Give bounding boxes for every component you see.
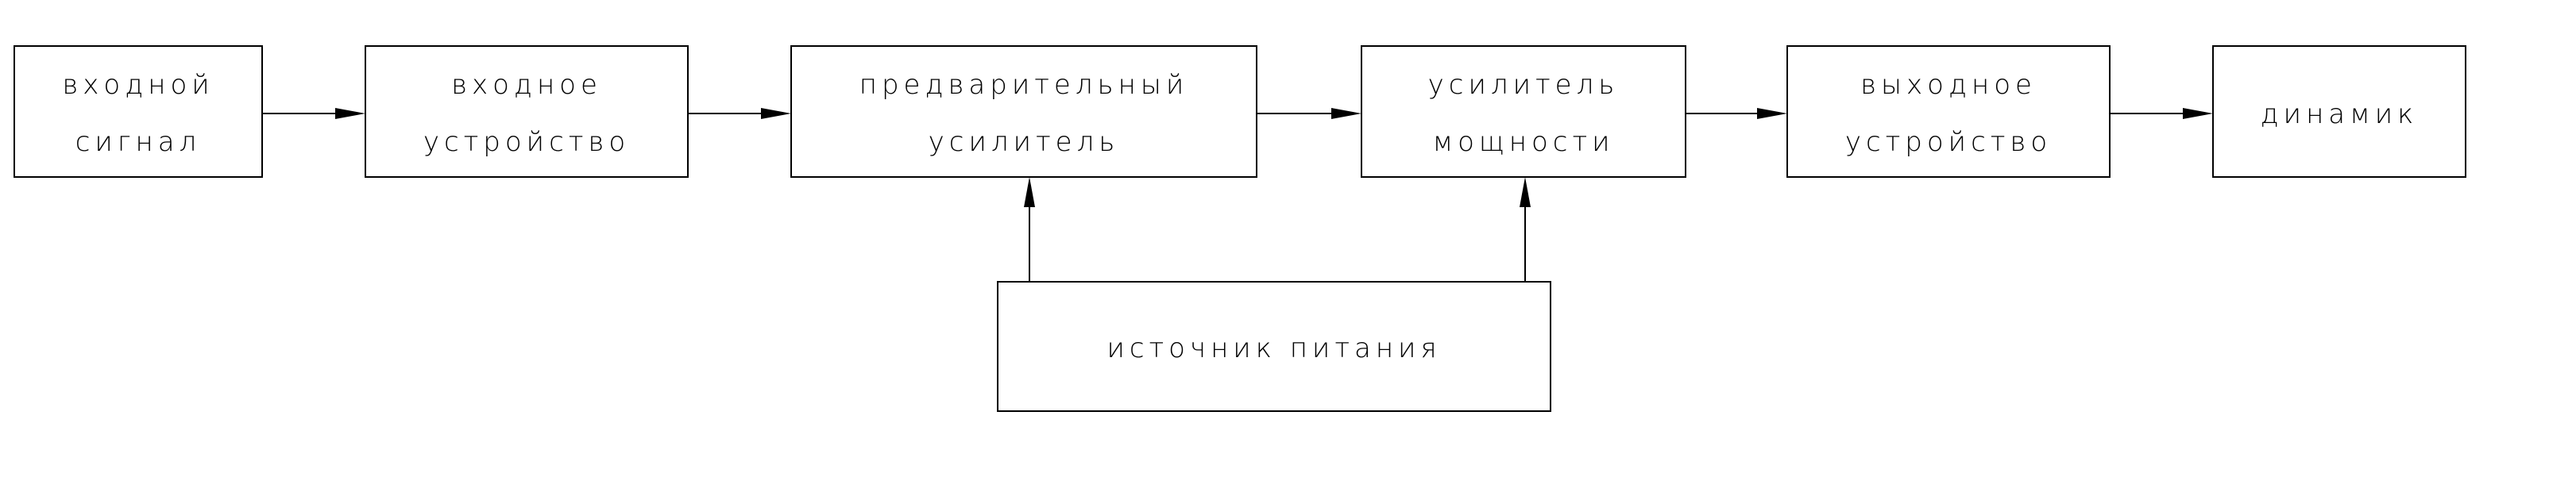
arrowhead-icon (1024, 177, 1035, 207)
block-power-amplifier-box (1361, 45, 1686, 178)
arrowhead-icon (761, 108, 791, 119)
block-power-supply-label: источник питания (1106, 333, 1441, 364)
block-power-amplifier-label-line1: усилитель (1428, 69, 1620, 101)
arrowhead-icon (1331, 108, 1361, 119)
block-input-device-label-line1: входное (451, 69, 602, 101)
connector-power-amplifier-to-output-device (1686, 108, 1787, 119)
connector-preamplifier-to-power-amplifier (1257, 108, 1361, 119)
block-input-device: входное устройство (365, 45, 689, 178)
block-power-amplifier: усилитель мощности (1361, 45, 1686, 178)
arrowhead-icon (1520, 177, 1531, 207)
block-output-device-label-line2: устройство (1845, 126, 2052, 158)
connector-input-device-to-preamplifier (688, 108, 791, 119)
block-input-signal-label-line1: входной (62, 69, 214, 101)
block-preamplifier-box (790, 45, 1257, 178)
block-output-device-label-line1: выходное (1860, 69, 2037, 101)
block-input-device-label-line2: устройство (423, 126, 630, 158)
block-preamplifier-label-line2: усилитель (929, 126, 1120, 158)
connector-output-device-to-speaker (2110, 108, 2213, 119)
block-preamplifier-label-line1: предварительный (859, 69, 1188, 101)
connector-power-supply-to-preamplifier (1024, 177, 1035, 282)
block-power-supply-box (997, 281, 1551, 412)
block-input-device-box (365, 45, 689, 178)
block-input-signal: входной сигнал (14, 45, 263, 178)
block-output-device: выходное устройство (1786, 45, 2111, 178)
block-input-signal-box (14, 45, 263, 178)
arrowhead-icon (335, 108, 365, 119)
arrowhead-icon (2183, 108, 2213, 119)
block-power-amplifier-label-line2: мощности (1432, 126, 1614, 158)
connector-power-supply-to-power-amplifier (1520, 177, 1531, 282)
block-power-supply: источник питания (997, 281, 1551, 412)
connector-input-signal-to-input-device (262, 108, 365, 119)
block-speaker: динамик (2212, 45, 2466, 178)
block-output-device-box (1786, 45, 2111, 178)
block-preamplifier: предварительный усилитель (790, 45, 1257, 178)
block-speaker-label: динамик (2261, 98, 2419, 130)
block-input-signal-label-line2: сигнал (75, 126, 202, 158)
block-speaker-box (2212, 45, 2466, 178)
arrowhead-icon (1757, 108, 1787, 119)
